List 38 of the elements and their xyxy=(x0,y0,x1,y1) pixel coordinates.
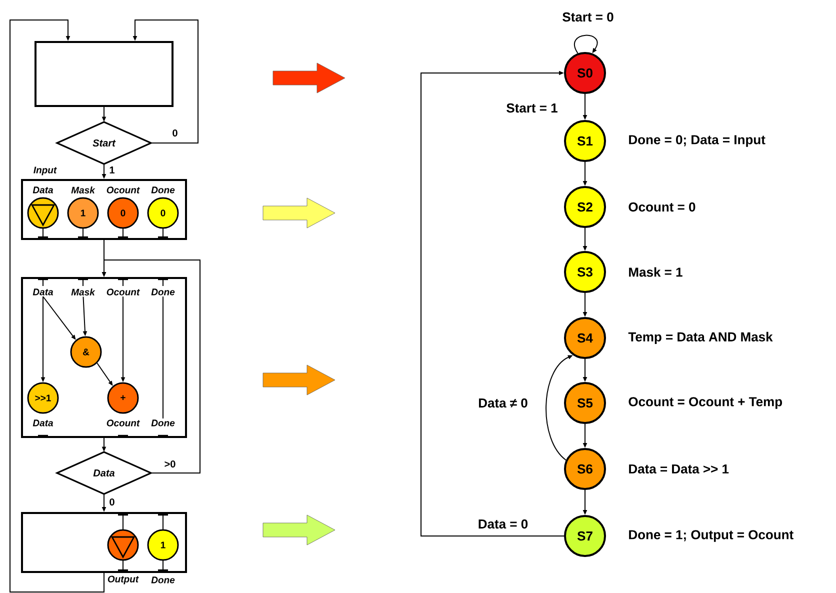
register-name: Data xyxy=(32,186,54,194)
edge-label: 0 xyxy=(171,128,179,138)
edge-label: 1 xyxy=(108,166,116,174)
block-box xyxy=(34,41,174,107)
state-action: Ocount = Ocount + Temp xyxy=(628,397,782,409)
state-action: Temp = Data AND Mask xyxy=(628,332,773,344)
block-box xyxy=(21,512,187,573)
signal-label: Ocount xyxy=(106,288,140,296)
signal-label: Done xyxy=(151,288,175,296)
edge-label: >0 xyxy=(163,459,177,469)
signal-label: Input xyxy=(34,166,57,176)
signal-label: Data xyxy=(32,288,54,296)
register-name: Ocount xyxy=(106,186,140,194)
signal-label: Done xyxy=(151,420,175,426)
edge-label: 0 xyxy=(108,497,116,507)
state-action: Ocount = 0 xyxy=(628,202,696,212)
register-circle xyxy=(27,197,59,229)
block-box xyxy=(21,277,187,438)
register-name: Done xyxy=(151,186,175,194)
state-action: Done = 0; Data = Input xyxy=(629,135,766,147)
register-circle xyxy=(107,529,139,561)
edge-label: Start = 0 xyxy=(561,11,615,23)
state-action: Data = Data >> 1 xyxy=(629,464,729,474)
register-name: Ocount xyxy=(106,420,140,426)
edge-label: Start = 1 xyxy=(505,102,559,114)
arrow xyxy=(420,70,564,536)
register-name: Done xyxy=(151,576,175,584)
state-action: Mask = 1 xyxy=(629,267,682,277)
register-name: Mask xyxy=(71,186,96,194)
signal-label: Mask xyxy=(71,288,96,296)
register-name: Output xyxy=(108,576,139,584)
arrow xyxy=(10,20,104,592)
arrow xyxy=(574,34,598,54)
edge-label: Data ≠ 0 xyxy=(477,397,529,409)
block-box xyxy=(21,179,187,240)
register-name: Data xyxy=(32,420,54,426)
state-action: Done = 1; Output = Ocount xyxy=(629,530,794,542)
edge-label: Data = 0 xyxy=(476,518,530,530)
